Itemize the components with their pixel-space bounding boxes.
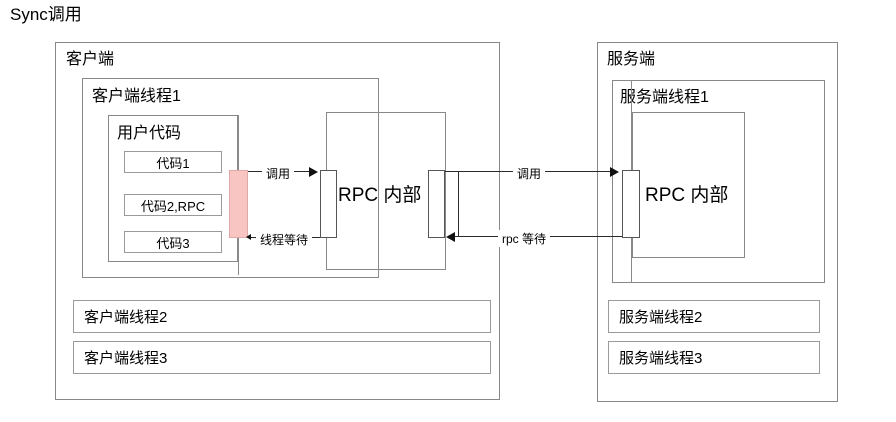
client-blocked-activation-bar — [229, 170, 248, 238]
user-code-step-1-label: 代码1 — [156, 155, 190, 171]
client-rpc-left-activation-bar — [320, 170, 337, 238]
client-rpc-lifeline-top — [378, 78, 379, 278]
rpc-wait-riser — [458, 171, 459, 237]
rpc-wait-label: rpc 等待 — [498, 230, 551, 247]
client-call-label: 调用 — [262, 165, 295, 182]
client-rpc-right-activation-bar — [428, 170, 445, 238]
client-thread-2-label: 客户端线程2 — [84, 309, 168, 326]
client-rpc-internal-label: RPC 内部 — [338, 185, 422, 206]
server-thread-2[interactable]: 服务端线程2 — [608, 300, 820, 333]
server-container-label: 服务端 — [607, 51, 656, 68]
server-call-label: 调用 — [513, 165, 546, 182]
client-wait-label: 线程等待 — [256, 231, 313, 248]
client-call-arrowhead — [309, 167, 318, 177]
server-thread1-label: 服务端线程1 — [620, 89, 709, 106]
user-code-step-3[interactable]: 代码3 — [124, 231, 222, 253]
server-thread-3[interactable]: 服务端线程3 — [608, 341, 820, 374]
diagram-title: Sync调用 — [10, 5, 82, 24]
user-code-step-1[interactable]: 代码1 — [124, 151, 222, 173]
rpc-wait-arrowhead — [446, 232, 455, 242]
user-code-label: 用户代码 — [117, 125, 182, 142]
client-thread-3[interactable]: 客户端线程3 — [73, 341, 491, 374]
user-code-step-2[interactable]: 代码2,RPC — [124, 194, 222, 216]
server-rpc-activation-bar — [622, 170, 640, 238]
server-thread-2-label: 服务端线程2 — [619, 309, 703, 326]
server-rpc-internal-label: RPC 内部 — [645, 185, 729, 206]
server-thread-3-label: 服务端线程3 — [619, 350, 703, 367]
client-thread1-label: 客户端线程1 — [92, 88, 181, 105]
client-wait-arrowhead — [246, 234, 251, 240]
server-call-arrowhead — [610, 167, 619, 177]
client-container-label: 客户端 — [66, 51, 115, 68]
client-thread-2[interactable]: 客户端线程2 — [73, 300, 491, 333]
client-thread-3-label: 客户端线程3 — [84, 350, 168, 367]
server-rpc-internal-container — [632, 112, 745, 258]
user-code-step-3-label: 代码3 — [156, 235, 190, 251]
user-code-step-2-label: 代码2,RPC — [140, 198, 206, 214]
